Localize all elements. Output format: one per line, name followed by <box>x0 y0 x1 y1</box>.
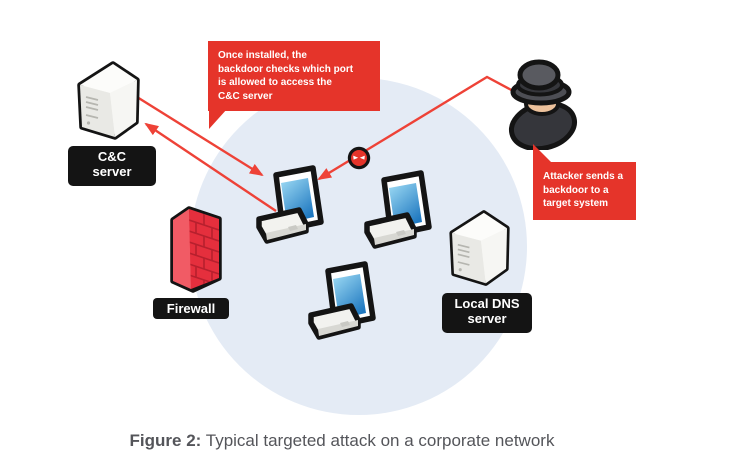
dns-server-icon <box>447 208 513 289</box>
target-workstation-icon <box>250 162 324 248</box>
callout-backdoor-check-tail <box>209 109 227 129</box>
figure-caption: Figure 2: Typical targeted attack on a c… <box>0 431 684 451</box>
figure-caption-label: Figure 2: <box>129 431 202 450</box>
workstation-3-icon <box>302 258 376 344</box>
cc-server-label: C&C server <box>68 146 156 186</box>
callout-attacker-sends: Attacker sends a backdoor to a target sy… <box>533 162 636 220</box>
firewall-icon <box>170 206 222 293</box>
attacker-icon <box>508 59 578 150</box>
malware-icon <box>347 146 371 170</box>
workstation-2-icon <box>358 167 432 253</box>
figure-caption-text: Typical targeted attack on a corporate n… <box>205 431 555 450</box>
dns-server-label: Local DNS server <box>442 293 532 333</box>
cc-server-icon <box>75 59 143 143</box>
firewall-label: Firewall <box>153 298 229 319</box>
callout-backdoor-check: Once installed, the backdoor checks whic… <box>208 41 380 111</box>
